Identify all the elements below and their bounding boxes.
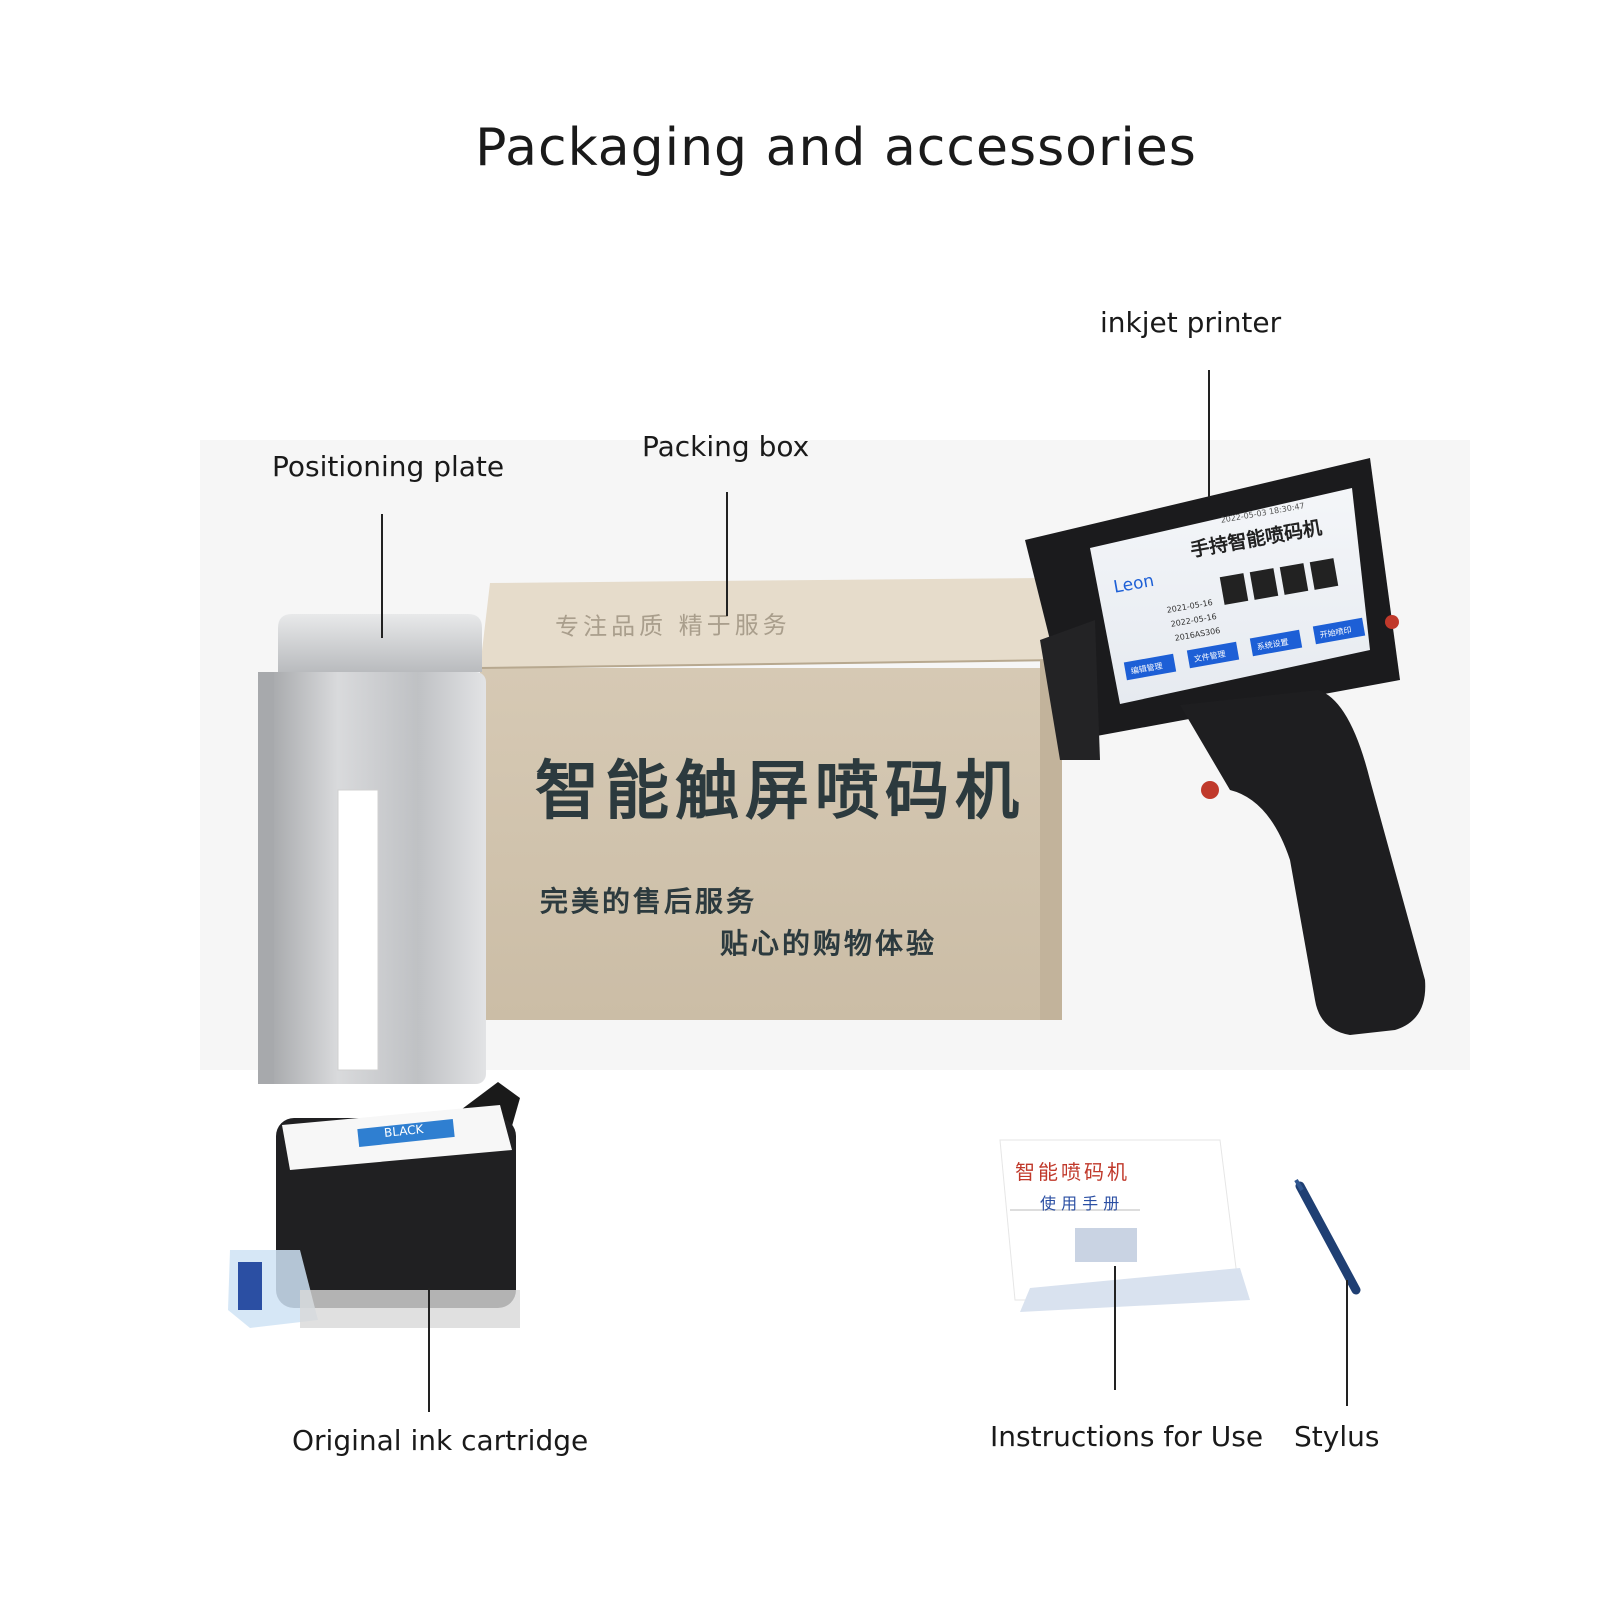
leader-ink-cartridge — [428, 1288, 430, 1412]
box-service-line: 完美的售后服务 — [540, 885, 758, 918]
leader-instructions — [1114, 1266, 1116, 1390]
label-instructions: Instructions for Use — [990, 1420, 1264, 1453]
packing-box — [479, 578, 1063, 1020]
label-packing-box: Packing box — [642, 430, 810, 463]
box-top-slogan: 专注品质 精于服务 — [554, 610, 791, 642]
leader-stylus — [1346, 1280, 1348, 1406]
manual-title: 智能喷码机 — [1015, 1160, 1130, 1184]
box-experience-line: 贴心的购物体验 — [720, 927, 938, 960]
page-title: Packaging and accessories — [475, 118, 1197, 178]
positioning-plate — [258, 614, 486, 1084]
stylus — [1294, 1178, 1361, 1295]
box-product-name: 智能触屏喷码机 — [535, 755, 1025, 829]
leader-inkjet-printer — [1208, 370, 1210, 498]
inkjet-printer — [1025, 458, 1426, 1035]
leader-packing-box — [726, 492, 728, 616]
label-inkjet-printer: inkjet printer — [1100, 306, 1282, 339]
label-stylus: Stylus — [1294, 1420, 1380, 1453]
instructions-manual — [999, 1139, 1250, 1312]
manual-subtitle: 使 用 手 册 — [1040, 1194, 1120, 1213]
leader-positioning-plate — [381, 514, 383, 638]
label-ink-cartridge: Original ink cartridge — [292, 1424, 589, 1457]
label-positioning-plate: Positioning plate — [272, 450, 505, 483]
ink-cartridge — [228, 1082, 520, 1328]
